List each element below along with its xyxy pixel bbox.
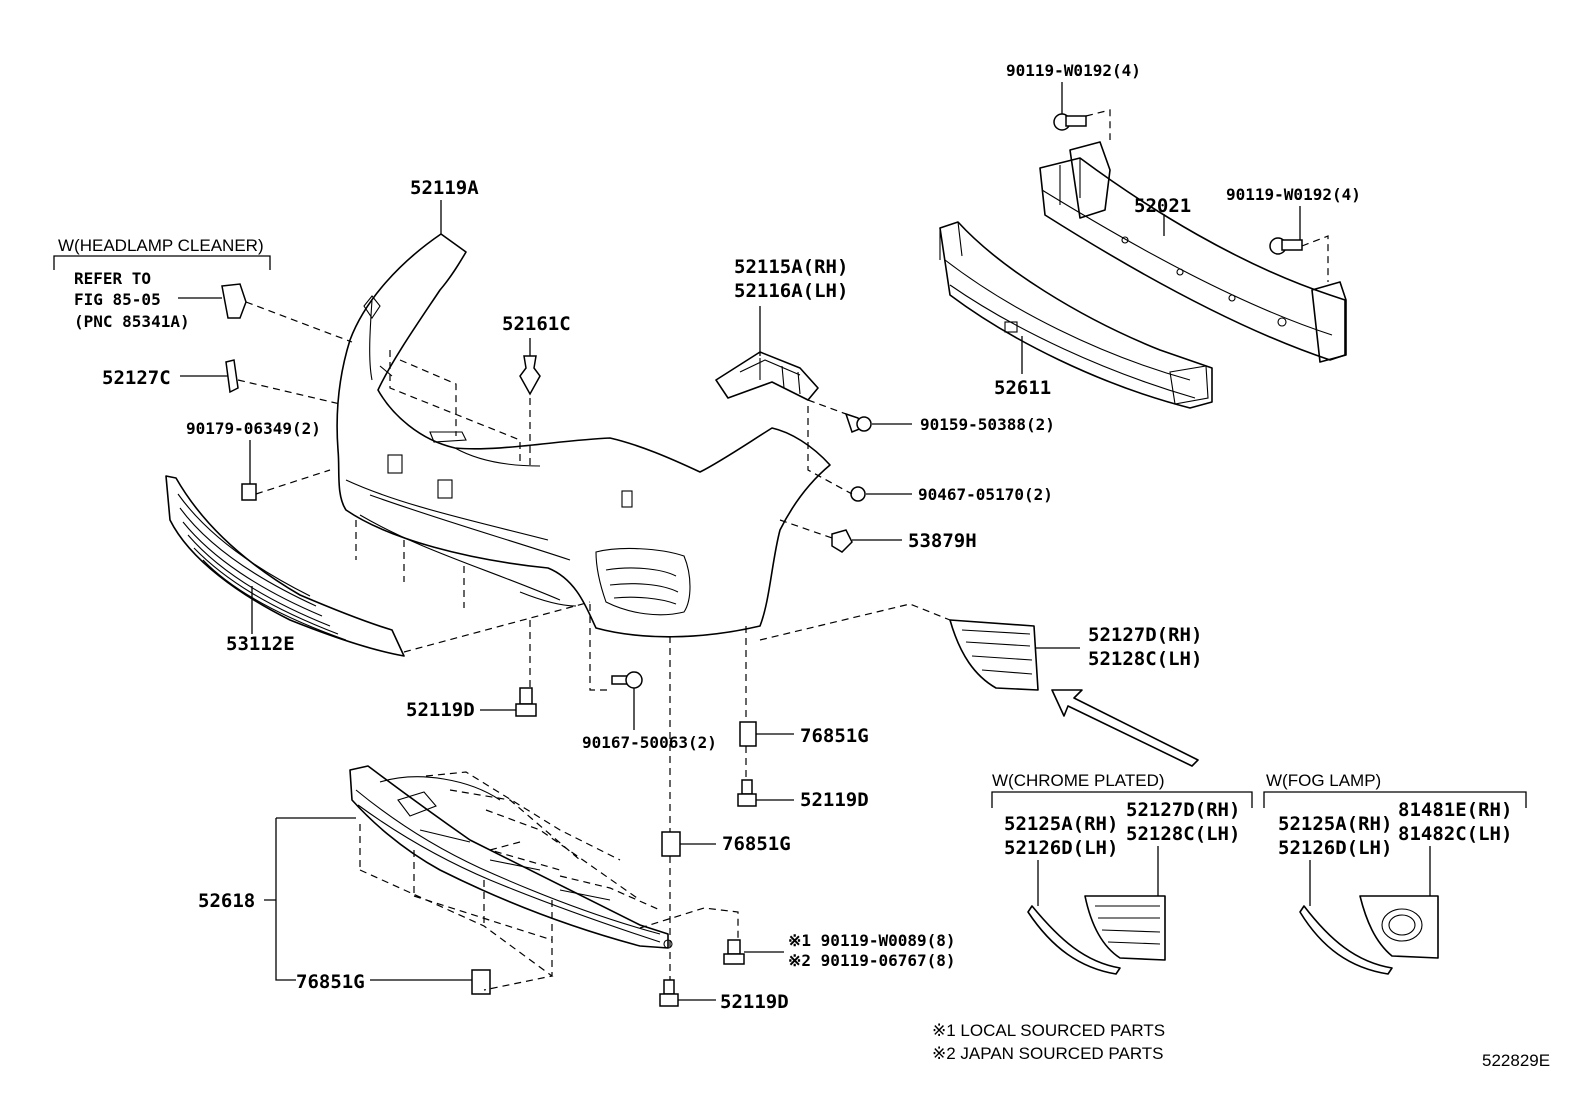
lower-grille-drawing <box>165 475 405 657</box>
label-cp-52128C: 52128C(LH) <box>1126 823 1240 845</box>
group-headlamp-cleaner: W(HEADLAMP CLEANER) <box>58 236 264 255</box>
label-90119-top: 90119-W0192(4) <box>1006 61 1141 80</box>
note-local-sourced: ※1 LOCAL SOURCED PARTS <box>932 1021 1165 1040</box>
label-76851G-a: 76851G <box>800 725 869 747</box>
leader-lines <box>53 82 1527 1001</box>
chrome-group-drawing <box>1027 895 1166 975</box>
refer-line3: (PNC 85341A) <box>74 312 190 331</box>
direction-arrow-icon <box>1051 689 1199 767</box>
label-90179: 90179-06349(2) <box>186 419 321 438</box>
fog-garnish-drawing <box>949 619 1039 691</box>
bumper-reinforcement-drawing <box>1039 141 1347 363</box>
energy-absorber-drawing <box>939 221 1213 409</box>
label-52128C: 52128C(LH) <box>1088 648 1202 670</box>
label-cp-52127D: 52127D(RH) <box>1126 799 1240 821</box>
label-cp-52126D: 52126D(LH) <box>1004 837 1118 859</box>
label-90119-right: 90119-W0192(4) <box>1226 185 1361 204</box>
label-fl-52125A: 52125A(RH) <box>1278 813 1392 835</box>
label-90119-W0089: ※1 90119-W0089(8) <box>788 931 956 950</box>
label-52119D-c: 52119D <box>720 991 789 1013</box>
label-fl-81481E: 81481E(RH) <box>1398 799 1512 821</box>
label-76851G-c: 76851G <box>296 971 365 993</box>
label-52119D-a: 52119D <box>406 699 475 721</box>
connection-lines <box>237 109 1329 991</box>
label-cp-52125A: 52125A(RH) <box>1004 813 1118 835</box>
label-fl-52126D: 52126D(LH) <box>1278 837 1392 859</box>
label-52119A: 52119A <box>410 177 479 199</box>
note-japan-sourced: ※2 JAPAN SOURCED PARTS <box>932 1044 1164 1063</box>
label-53112E: 53112E <box>226 633 295 655</box>
fasteners <box>221 113 1303 1007</box>
under-cover-drawing <box>349 765 673 949</box>
refer-line1: REFER TO <box>74 269 151 288</box>
label-52021: 52021 <box>1134 195 1191 217</box>
refer-line2: FIG 85-05 <box>74 290 161 309</box>
label-52161C: 52161C <box>502 313 571 335</box>
fog-group-drawing <box>1299 895 1439 975</box>
part-labels: W(HEADLAMP CLEANER) REFER TO FIG 85-05 (… <box>58 61 1550 1070</box>
label-52119D-b: 52119D <box>800 789 869 811</box>
label-52611: 52611 <box>994 377 1051 399</box>
label-90467: 90467-05170(2) <box>918 485 1053 504</box>
side-retainer-drawing <box>715 351 819 401</box>
group-chrome-plated: W(CHROME PLATED) <box>992 771 1165 790</box>
label-52115A: 52115A(RH) <box>734 256 848 278</box>
label-90119-06767: ※2 90119-06767(8) <box>788 951 956 970</box>
label-52618: 52618 <box>198 890 255 912</box>
label-52116A: 52116A(LH) <box>734 280 848 302</box>
label-52127C: 52127C <box>102 367 171 389</box>
label-fl-81482C: 81482C(LH) <box>1398 823 1512 845</box>
label-53879H: 53879H <box>908 530 977 552</box>
group-fog-lamp: W(FOG LAMP) <box>1266 771 1381 790</box>
label-76851G-b: 76851G <box>722 833 791 855</box>
label-90159: 90159-50388(2) <box>920 415 1055 434</box>
diagram-id: 522829E <box>1482 1051 1550 1070</box>
bumper-cover-drawing <box>336 233 831 638</box>
label-52127D: 52127D(RH) <box>1088 624 1202 646</box>
label-90167: 90167-50063(2) <box>582 733 717 752</box>
